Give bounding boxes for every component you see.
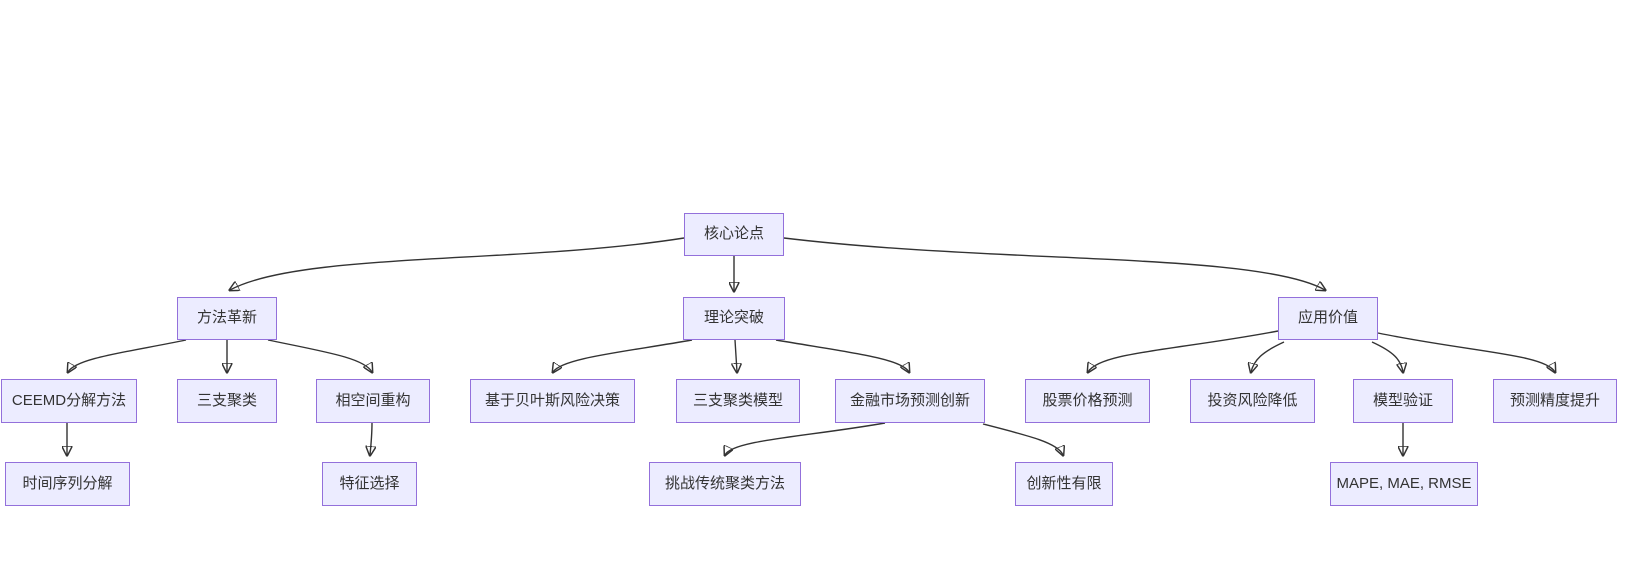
node-core-argument: 核心论点 <box>684 213 784 256</box>
edge-method-ceemd <box>68 339 187 372</box>
node-three-way-clustering-model: 三支聚类模型 <box>676 379 800 423</box>
edge-application-precision <box>1377 332 1555 372</box>
edge-fininnovation-limitedinnov <box>982 423 1063 455</box>
node-application-value: 应用价值 <box>1278 297 1378 340</box>
node-error-metrics: MAPE, MAE, RMSE <box>1330 462 1478 506</box>
edge-theory-fininnovation <box>775 339 909 372</box>
node-bayesian-risk-decision: 基于贝叶斯风险决策 <box>470 379 635 423</box>
edge-theory-threewaymodel <box>735 339 737 372</box>
node-stock-price-prediction: 股票价格预测 <box>1025 379 1150 423</box>
node-prediction-accuracy-improvement: 预测精度提升 <box>1493 379 1617 423</box>
edge-root-method <box>230 237 685 290</box>
node-method-innovation: 方法革新 <box>177 297 277 340</box>
edge-fininnovation-challenge <box>725 422 886 455</box>
node-theory-breakthrough: 理论突破 <box>683 297 785 340</box>
edge-phasespace-featuresel <box>370 422 372 455</box>
node-limited-innovation: 创新性有限 <box>1015 462 1113 506</box>
node-investment-risk-reduction: 投资风险降低 <box>1190 379 1315 423</box>
edge-root-application <box>783 237 1325 290</box>
node-financial-market-forecast-innovation: 金融市场预测创新 <box>835 379 985 423</box>
node-model-validation: 模型验证 <box>1353 379 1453 423</box>
edge-application-riskreduce <box>1251 341 1285 372</box>
edge-application-modelvalid <box>1371 341 1403 372</box>
node-ceemd-decomposition: CEEMD分解方法 <box>1 379 137 423</box>
node-phase-space-reconstruction: 相空间重构 <box>316 379 430 423</box>
edge-application-stockpred <box>1088 330 1279 372</box>
node-time-series-decomposition: 时间序列分解 <box>5 462 130 506</box>
node-feature-selection: 特征选择 <box>322 462 417 506</box>
edge-method-phasespace <box>267 339 372 372</box>
node-three-way-clustering: 三支聚类 <box>177 379 277 423</box>
node-challenge-traditional-clustering: 挑战传统聚类方法 <box>649 462 801 506</box>
edge-theory-bayes <box>553 339 693 372</box>
